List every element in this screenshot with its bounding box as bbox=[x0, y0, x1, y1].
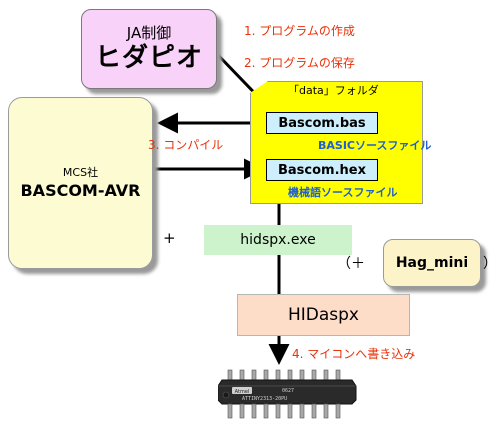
step-write-to-mcu: 4. マイコンへ書き込み bbox=[292, 347, 416, 361]
file-bascom-bas: Bascom.bas bbox=[266, 112, 378, 134]
bascom-avr-box: MCS社 BASCOM-AVR bbox=[8, 97, 153, 269]
paren-close: ） bbox=[483, 256, 497, 272]
mcs-box-line2: BASCOM-AVR bbox=[20, 181, 141, 200]
folder-label: 「data」フォルダ bbox=[288, 84, 379, 97]
chip-logo bbox=[232, 387, 252, 394]
hidaspx-box: HIDaspx bbox=[237, 294, 410, 336]
hag-mini-box: Hag_mini bbox=[383, 239, 481, 287]
ja-hidapio-box: JA制御 ヒダピオ bbox=[81, 9, 217, 89]
caption-basic-source: BASICソースファイル bbox=[318, 139, 432, 152]
hidspx-exe-box: hidspx.exe bbox=[204, 225, 352, 255]
mcs-box-line1: MCS社 bbox=[62, 166, 99, 179]
ja-box-line1: JA制御 bbox=[126, 24, 172, 42]
data-folder bbox=[250, 81, 423, 204]
plus-sign: + bbox=[163, 229, 176, 247]
chip-logo-text: Atmel bbox=[235, 389, 250, 395]
microcontroller-chip: Atmel 0627 ATTINY2313-20PU bbox=[218, 369, 357, 419]
step-compile: 3. コンパイル bbox=[148, 138, 224, 152]
file-bascom-hex: Bascom.hex bbox=[266, 159, 378, 181]
paren-open: （＋ bbox=[337, 256, 365, 272]
chip-bottom-pins bbox=[227, 403, 341, 419]
chip-top-pins bbox=[227, 369, 341, 381]
ja-box-line2: ヒダピオ bbox=[94, 43, 203, 73]
caption-machine-source: 機械語ソースファイル bbox=[288, 186, 398, 199]
chip-notch bbox=[222, 391, 230, 399]
chip-marking-line1: 0627 bbox=[282, 388, 294, 394]
step-create-program: 1. プログラムの作成 bbox=[244, 24, 355, 38]
step-save-program: 2. プログラムの保存 bbox=[244, 56, 355, 70]
chip-marking-line2: ATTINY2313-20PU bbox=[242, 396, 287, 402]
